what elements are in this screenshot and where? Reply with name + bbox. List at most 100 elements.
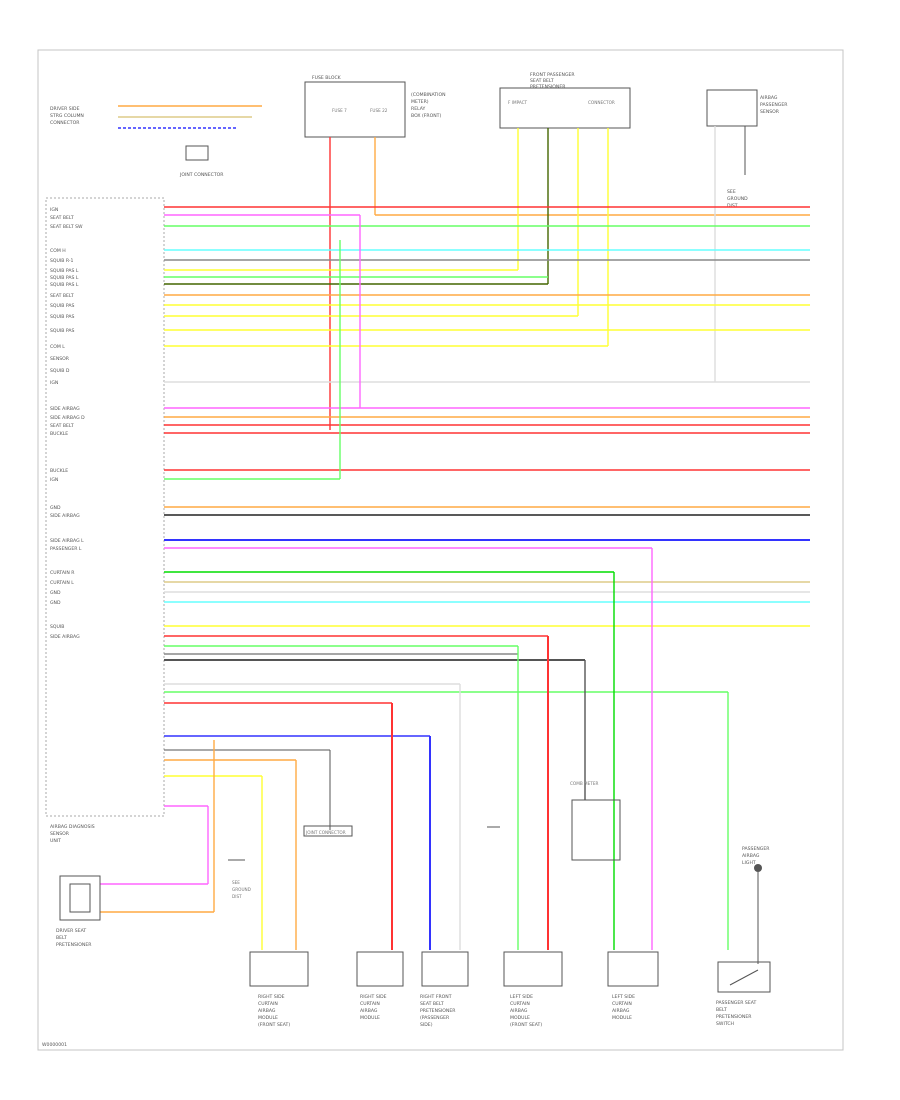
left-pin-label: SENSOR [50,356,70,362]
bottom-label-5-0: PASSENGER SEAT [716,1000,757,1006]
bottom-label-0-0: RIGHT SIDE [258,994,285,1000]
bottom-label-2-3: (PASSENGER [420,1015,450,1021]
ground-label-1: SEE [727,189,736,195]
fuse-note-1: (COMBINATION [411,92,446,98]
joint-connectors: JOINT CONNECTOR COMB METER [303,781,621,861]
bottom-label-3-0: LEFT SIDE [510,994,533,1000]
left-pin-label: SEAT BELT [50,215,74,221]
joint-connector-label-2: JOINT CONNECTOR [305,830,346,835]
left-pin-label: SIDE AIRBAG [50,634,80,640]
bottom-label-0-4: (FRONT SEAT) [258,1022,290,1028]
bottom-label-3-2: AIRBAG [510,1008,528,1014]
left-pin-labels: IGN SEAT BELT SEAT BELT SW COM H SQUIB R-1SQ… [50,207,85,640]
driver-switch-label-1: DRIVER SIDE [50,106,80,112]
bottom-label-4-0: LEFT SIDE [612,994,635,1000]
fuse-block-left-3: DIST [232,894,242,899]
left-pin-label: SQUIB PAS L [50,282,79,288]
left-pin-label: COM L [50,344,65,350]
fuse-note-2: METER) [411,99,429,105]
bottom-label-3-3: MODULE [510,1015,530,1021]
left-pin-label: SIDE AIRBAG L [50,538,84,544]
left-pin-label: SEAT BELT SW [50,224,83,230]
top-right-inner-2: CONNECTOR [588,100,615,105]
bottom-modules [249,951,771,993]
passenger-airbag-light: PASSENGER AIRBAG LIGHT [742,846,770,866]
left-pin-label: SQUIB PAS L [50,275,79,281]
driver-seatbelt-label-1: DRIVER SEAT [56,928,86,934]
left-pin-label: IGN [50,380,58,386]
passenger-sensor-label-3: SENSOR [760,109,780,115]
driver-seatbelt-label-2: BELT [56,935,67,941]
left-pin-label: SQUIB D [50,368,70,374]
bottom-label-2-1: SEAT BELT [420,1001,444,1007]
fuse-block-top-left: DRIVER SIDE STRG COLUMN CONNECTOR JOINT … [50,105,262,178]
left-pin-label: GND [50,505,61,511]
passenger-sensor-label-2: PASSENGER [760,102,788,108]
fuse-block-label: FUSE BLOCK [312,75,342,81]
bottom-label-3-4: (FRONT SEAT) [510,1022,542,1028]
vertical-wires-top [329,126,810,430]
harness-wires [164,206,810,807]
bottom-label-0-1: CURTAIN [258,1001,278,1007]
fuse-block-top: FUSE BLOCK FUSE 7 FUSE 22 (COMBINATION M… [304,75,446,138]
left-pin-label: SEAT BELT [50,293,74,299]
bottom-label-2-0: RIGHT FRONT [420,994,452,1000]
left-pin-label: SEAT BELT [50,423,74,429]
top-right-inner-1: F IMPACT [508,100,528,105]
left-pin-label: IGN [50,207,58,213]
airbag-unit-label-1: AIRBAG DIAGNOSIS [50,824,95,830]
left-pin-label: BUCKLE [50,431,68,437]
diagram-border [37,49,844,1051]
fuse-22-label: FUSE 22 [370,108,388,113]
passenger-sensor: AIRBAG PASSENGER SENSOR SEE GROUND DIST [706,89,788,209]
footer-code: W0000001 [42,1042,67,1048]
ground-label-3: DIST [727,203,738,209]
left-pin-label: BUCKLE [50,468,68,474]
passenger-light-label-2: AIRBAG [742,853,760,859]
airbag-unit-box [45,197,165,817]
bottom-label-1-0: RIGHT SIDE [360,994,387,1000]
left-pin-label: GND [50,590,61,596]
combination-meter-label: COMB METER [570,781,598,786]
fuse-block-left-2: GROUND [232,887,251,892]
bottom-label-0-2: AIRBAG [258,1008,276,1014]
left-pin-label: PASSENGER L [50,546,82,552]
driver-seatbelt-pretensioner: AIRBAG DIAGNOSIS SENSOR UNIT DRIVER SEAT… [50,824,101,948]
passenger-light-label-3: LIGHT [742,860,756,866]
ground-label-2: GROUND [727,196,748,202]
passenger-light-label-1: PASSENGER [742,846,770,852]
passenger-sensor-label-1: AIRBAG [760,95,778,101]
airbag-unit-label-3: UNIT [50,838,61,844]
top-right-module: FRONT PASSENGER SEAT BELT PRETENSIONER F… [499,72,631,129]
left-pin-label: SIDE AIRBAG [50,406,80,412]
left-pin-label: SQUIB [50,624,64,630]
left-pin-label: SIDE AIRBAG [50,513,80,519]
top-right-module-label-2: SEAT BELT [530,78,554,84]
top-right-module-label-1: FRONT PASSENGER [530,72,575,78]
left-pin-label: COM H [50,248,66,254]
left-pin-label: SQUIB PAS [50,328,74,334]
left-pin-label: CURTAIN R [50,570,75,576]
bottom-label-3-1: CURTAIN [510,1001,530,1007]
bottom-label-4-2: AIRBAG [612,1008,630,1014]
airbag-unit-label-2: SENSOR [50,831,70,837]
bottom-labels: RIGHT SIDE CURTAIN AIRBAG MODULE (FRONT … [258,994,757,1028]
left-pin-label: SQUIB PAS [50,303,74,309]
bottom-label-5-3: SWITCH [716,1021,734,1027]
bottom-label-2-2: PRETENSIONER [420,1008,456,1014]
fuse-note-3: RELAY [411,106,426,112]
bottom-label-2-4: SIDE) [420,1022,433,1028]
left-pin-label: SQUIB PAS L [50,268,79,274]
left-pin-label: GND [50,600,61,606]
top-right-module-label-3: PRETENSIONER [530,84,566,90]
driver-switch-label-2: STRG COLUMN [50,113,84,119]
driver-switch-label-3: CONNECTOR [50,120,80,126]
bottom-label-4-3: MODULE [612,1015,632,1021]
left-pin-label: SQUIB R-1 [50,258,74,264]
left-pin-label: SIDE AIRBAG D [50,415,85,421]
bottom-label-1-2: AIRBAG [360,1008,378,1014]
bottom-label-5-2: PRETENSIONER [716,1014,752,1020]
left-pin-label: CURTAIN L [50,580,74,586]
left-pin-label: SQUIB PAS [50,314,74,320]
